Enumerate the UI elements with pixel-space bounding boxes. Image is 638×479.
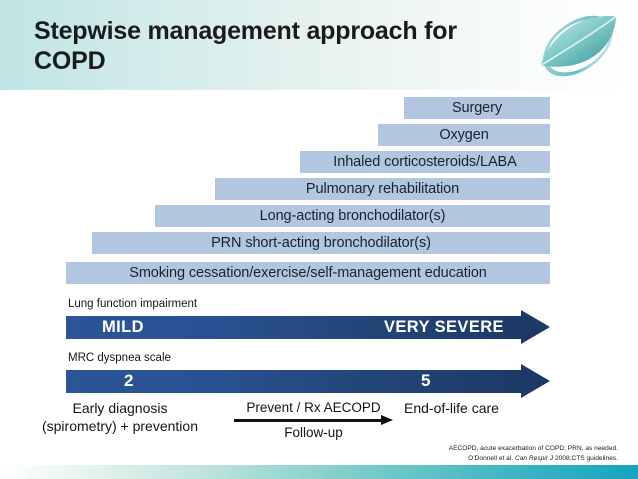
- severity-arrow: MILD VERY SEVERE: [66, 310, 550, 344]
- step-bar-label: PRN short-acting bronchodilator(s): [211, 235, 431, 251]
- scale-right-value: 5: [421, 371, 431, 390]
- step-bar: PRN short-acting bronchodilator(s): [92, 232, 550, 254]
- prevent-label: Prevent / Rx AECOPD: [246, 400, 381, 415]
- footnote-citation-pre: O’Donnell et al.: [468, 454, 515, 462]
- scale-right-value: VERY SEVERE: [384, 318, 504, 336]
- page-title: Stepwise management approach for COPD: [34, 17, 457, 75]
- step-bar-label: Oxygen: [439, 127, 489, 143]
- severity-arrow-body: [66, 370, 521, 393]
- scale-caption: MRC dyspnea scale: [68, 352, 171, 364]
- footnote-citation-post: 2008;CTS guidelines.: [553, 454, 618, 462]
- footnote-line-2: O’Donnell et al. Can Respir J 2008;CTS g…: [392, 454, 618, 464]
- early-diagnosis-caption: Early diagnosis (spirometry) + preventio…: [10, 400, 230, 435]
- end-of-life-label: End-of-life care: [404, 400, 499, 416]
- end-of-life-caption: End-of-life care: [404, 400, 534, 418]
- step-bar: Smoking cessation/exercise/self-manageme…: [66, 262, 550, 284]
- slide-header: Stepwise management approach for COPD: [0, 0, 638, 90]
- step-bar: Surgery: [404, 97, 550, 119]
- progression-arrow-icon: [231, 415, 396, 425]
- step-bar: Long-acting bronchodilator(s): [155, 205, 550, 227]
- severity-arrow-head-icon: [521, 310, 550, 344]
- severity-arrow-body: [66, 316, 521, 339]
- leaf-orbit-logo: [540, 15, 617, 77]
- step-bar-label: Pulmonary rehabilitation: [305, 181, 460, 197]
- followup-label: Follow-up: [284, 425, 343, 440]
- scale-left-value: MILD: [102, 318, 144, 336]
- early-diagnosis-line2: (spirometry) + prevention: [41, 417, 198, 434]
- step-bar-label: Inhaled corticosteroids/LABA: [333, 154, 517, 170]
- severity-arrow-head-icon: [521, 364, 550, 398]
- scale-left-value: 2: [124, 371, 134, 390]
- bottom-accent-band: [0, 465, 638, 479]
- step-bar-label: Long-acting bronchodilator(s): [259, 208, 446, 224]
- step-bar-label: Surgery: [451, 100, 503, 116]
- early-diagnosis-line1: Early diagnosis: [72, 400, 168, 416]
- footnote: AECOPD, acute exacerbation of COPD; PRN,…: [392, 444, 618, 464]
- step-bar: Oxygen: [378, 124, 550, 146]
- scale-caption: Lung function impairment: [68, 298, 198, 310]
- step-bar: Inhaled corticosteroids/LABA: [300, 151, 550, 173]
- footnote-line-1: AECOPD, acute exacerbation of COPD; PRN,…: [448, 445, 618, 452]
- step-bar-label: Smoking cessation/exercise/self-manageme…: [129, 265, 487, 281]
- step-bar: Pulmonary rehabilitation: [215, 178, 550, 200]
- footnote-journal: Can Respir J: [514, 454, 554, 462]
- prevent-followup-block: Prevent / Rx AECOPD Follow-up: [231, 400, 396, 440]
